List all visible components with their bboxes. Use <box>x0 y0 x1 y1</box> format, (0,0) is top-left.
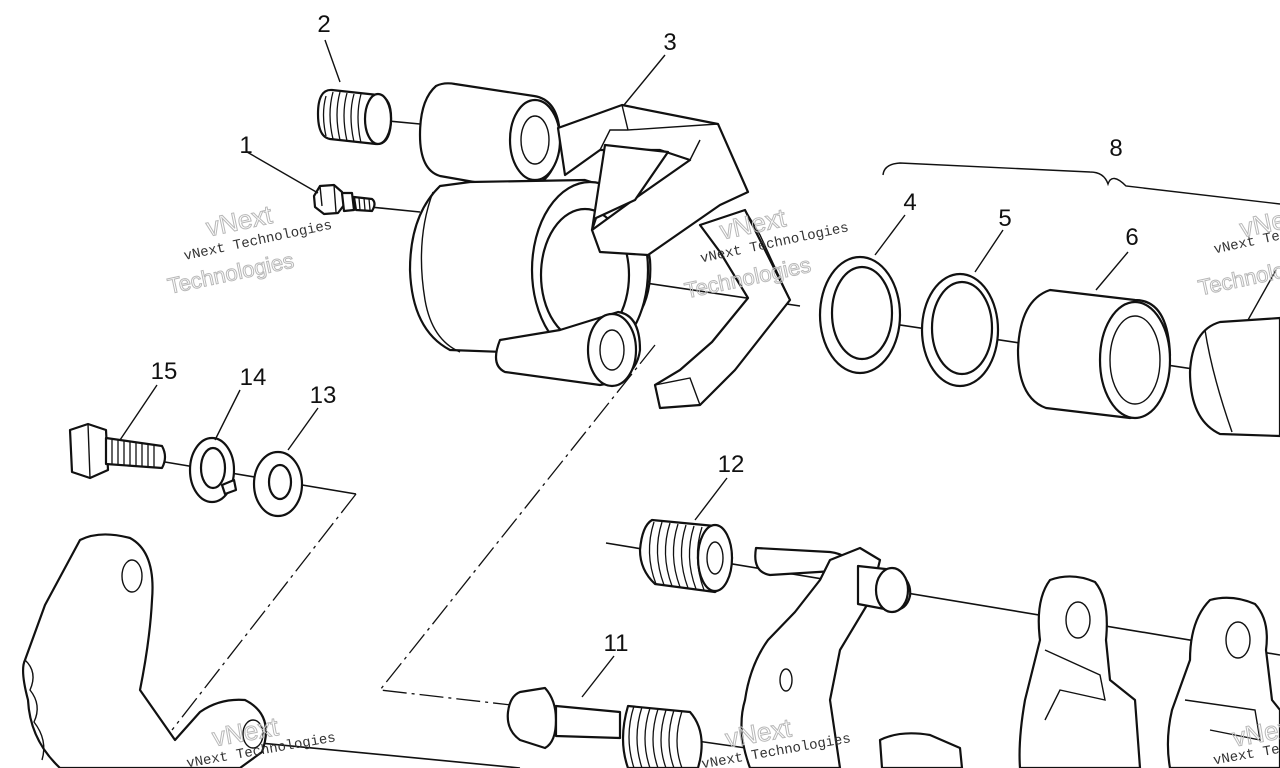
part-4-seal <box>818 255 902 375</box>
callout-5: 5 <box>998 205 1011 232</box>
part-cap <box>1188 316 1280 438</box>
callout-13: 13 <box>310 382 337 409</box>
part-11-pin <box>506 686 703 768</box>
callout-1: 1 <box>239 132 252 159</box>
svg-text:Technologies: Technologies <box>1196 249 1280 300</box>
callout-leaders <box>119 39 1277 698</box>
callout-3: 3 <box>663 29 676 56</box>
callout-8: 8 <box>1109 135 1122 162</box>
part-6-piston <box>1016 288 1172 420</box>
callout-4: 4 <box>903 189 916 216</box>
part-13-flat-washer <box>252 450 304 518</box>
callout-2: 2 <box>317 11 330 38</box>
dashed-guide-lines <box>171 344 656 731</box>
callout-labels: 1 2 3 4 5 6 8 11 12 13 14 15 <box>151 11 1139 657</box>
part-15-bolt <box>68 422 167 480</box>
part-2-threaded-plug <box>316 88 393 146</box>
watermark-right: vNext vNext Technologies Technologies <box>1195 200 1280 301</box>
callout-14: 14 <box>240 364 267 391</box>
callout-6: 6 <box>1125 224 1138 251</box>
part-3-caliper-body <box>408 82 792 410</box>
part-8-group-bracket <box>882 162 1280 205</box>
mounting-bracket <box>21 533 267 768</box>
brake-pads <box>1018 575 1280 768</box>
callout-11: 11 <box>604 630 629 657</box>
pad-bracket-assembly <box>740 546 964 768</box>
part-5-dust-seal <box>920 272 1000 388</box>
part-14-lock-washer <box>188 436 238 504</box>
callout-15: 15 <box>151 358 178 385</box>
watermark-left: vNext vNext Technologies Technologies <box>165 199 334 300</box>
callout-12: 12 <box>718 451 745 478</box>
part-12-threaded-sleeve <box>638 518 734 594</box>
part-1-bleeder-screw <box>312 183 376 216</box>
